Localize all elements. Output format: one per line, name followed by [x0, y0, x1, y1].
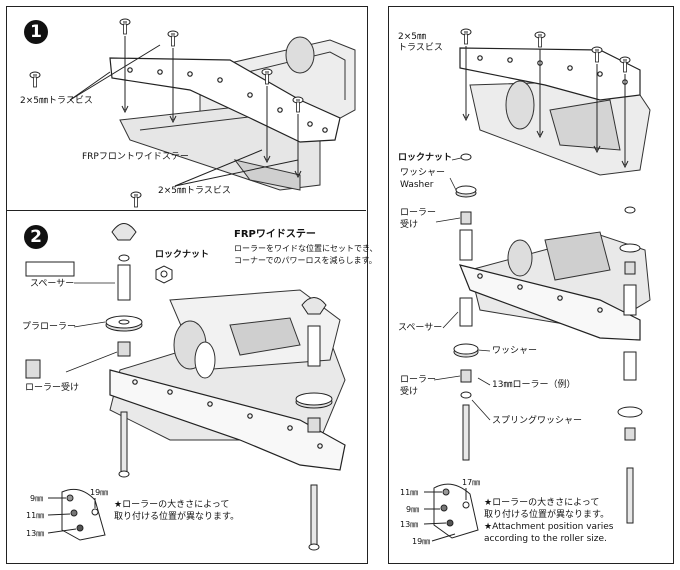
right-size-11: 11㎜: [400, 488, 419, 497]
front-stay-label: FRPフロントワイドステー: [82, 152, 189, 162]
step2-right-stack: [295, 297, 333, 551]
right-locknut-label: ロックナット: [398, 153, 453, 163]
step1-arrows: [69, 36, 302, 187]
right-note-line4: according to the roller size.: [484, 534, 607, 544]
step2-spacer-box: [25, 261, 173, 379]
right-leaders: [433, 157, 491, 421]
step2-leaders: [65, 282, 118, 373]
right-top-chassis: [469, 79, 651, 176]
right-note-line1: ★ローラーの大きさによって: [484, 498, 600, 508]
right-spacer-label: スペーサー: [398, 323, 443, 333]
right-washer2-label: ワッシャー: [492, 346, 538, 356]
right-size-17: 17㎜: [462, 478, 481, 487]
wide-stay-line1: ローラーをワイドな位置にセットでき、: [234, 244, 378, 253]
screw-label-a: 2×5㎜トラスビス: [20, 96, 93, 106]
left-note-line2: 取り付ける位置が異なります。: [114, 512, 240, 522]
left-note-line1: ★ローラーの大きさによって: [114, 500, 230, 510]
left-size-9: 9㎜: [30, 494, 44, 503]
spacer-label: スペーサー: [30, 279, 75, 289]
right-top-arrows: [462, 46, 629, 169]
right-spring-washer-label: スプリングワッシャー: [492, 416, 583, 426]
step2-left-stack: [105, 223, 143, 478]
right-left-stack: [453, 153, 479, 461]
right-size-9: 9㎜: [406, 505, 420, 514]
left-size-13: 13㎜: [26, 529, 45, 538]
roller-holder-label: ローラー受け: [25, 383, 80, 393]
left-size-11: 11㎜: [26, 511, 45, 520]
step1-front-stay: [109, 57, 341, 143]
right-washer-jp: ワッシャー: [400, 168, 446, 178]
step-divider: [6, 210, 366, 211]
right-screw-line1: 2×5㎜: [398, 32, 426, 42]
right-roller-holder-l1: ローラー: [400, 208, 437, 218]
right-roller-holder-l2: 受け: [400, 220, 419, 230]
left-roller-position-guide: [47, 488, 106, 541]
right-size-19: 19㎜: [412, 537, 431, 546]
locknut-label-left: ロックナット: [155, 250, 210, 260]
wide-stay-line2: コーナーでのパワーロスを減らします。: [234, 256, 377, 265]
right-roller13-label: 13㎜ローラー（例）: [492, 380, 576, 390]
step-number-1: 1: [24, 20, 48, 44]
right-note-line3: ★Attachment position varies: [484, 522, 614, 532]
step-number-2: 2: [24, 225, 48, 249]
left-size-19: 19㎜: [90, 488, 109, 497]
right-right-stack: [617, 206, 643, 524]
right-screw-line2: トラスビス: [398, 43, 443, 53]
right-roller-position-guide: [423, 483, 479, 542]
right-roller-holder2-l2: 受け: [400, 387, 419, 397]
right-mid-stay: [459, 264, 641, 341]
plastic-roller-label: プラローラー: [22, 322, 77, 332]
right-note-line2: 取り付ける位置が異なります。: [484, 510, 610, 520]
right-washer-en: Washer: [400, 180, 434, 190]
screw-label-b: 2×5㎜トラスビス: [158, 186, 231, 196]
right-roller-holder2-l1: ローラー: [400, 375, 437, 385]
wide-stay-title: FRPワイドステー: [234, 229, 316, 240]
right-size-13: 13㎜: [400, 520, 419, 529]
